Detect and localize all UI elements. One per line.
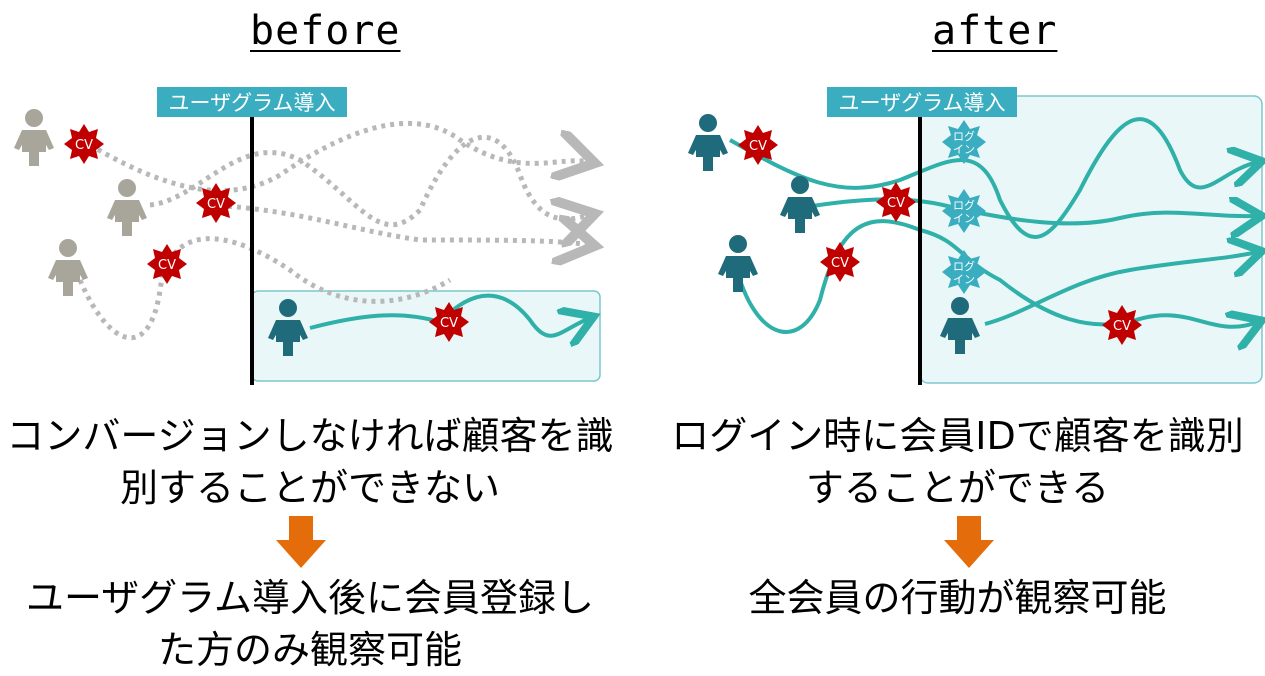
before-title: before: [250, 8, 401, 54]
gray-path-3: [77, 236, 452, 340]
svg-text:ログ: ログ: [953, 198, 975, 212]
login-badge: ログ イン: [942, 250, 986, 294]
intro-banner-bg: [157, 87, 347, 117]
svg-text:CV: CV: [887, 196, 905, 211]
before-caption-line2: 別することができない: [119, 466, 500, 510]
before-result-line2: た方のみ観察可能: [157, 628, 462, 672]
after-caption-line2: することができる: [805, 466, 1110, 510]
svg-text:ログ: ログ: [953, 259, 975, 273]
svg-text:ログ: ログ: [953, 129, 975, 143]
intro-banner-bg: [827, 87, 1017, 117]
cv-badge: CV: [876, 182, 916, 222]
teal-path-observed: [309, 293, 590, 336]
before-result-line1: ユーザグラム導入後に会員登録し: [25, 576, 595, 620]
cv-badge: CV: [147, 244, 187, 284]
person-icon-member: [780, 176, 820, 233]
gray-path-2: [149, 134, 590, 224]
login-badge: ログ イン: [942, 120, 986, 164]
person-icon: [48, 239, 88, 296]
after-diagram: ユーザグラム導入 CV CV CV CV ログ イン ログ: [688, 87, 1265, 385]
cv-badge: CV: [196, 183, 236, 223]
cv-badge: CV: [1102, 305, 1142, 345]
svg-text:CV: CV: [158, 258, 176, 273]
down-arrow-icon: [276, 516, 326, 568]
person-icon-member: [688, 114, 728, 171]
svg-text:CV: CV: [1113, 319, 1131, 334]
svg-text:CV: CV: [207, 197, 225, 212]
after-caption-line1: ログイン時に会員IDで顧客を識別: [671, 414, 1244, 458]
intro-banner-text: ユーザグラム導入: [839, 91, 1006, 115]
after-result: 全会員の行動が観察可能: [650, 572, 1265, 624]
teal-path-4: [984, 252, 1258, 326]
gray-path-1: [88, 121, 590, 194]
svg-text:イン: イン: [953, 212, 975, 225]
before-result: ユーザグラム導入後に会員登録し た方のみ観察可能: [0, 572, 620, 676]
login-badge: ログ イン: [942, 189, 986, 233]
person-icon: [14, 109, 54, 166]
gray-path-4: [209, 202, 590, 245]
person-icon-member: [268, 299, 308, 356]
cv-badge: CV: [429, 302, 469, 342]
before-caption: コンバージョンしなければ顧客を識 別することができない: [0, 410, 620, 514]
before-caption-line1: コンバージョンしなければ顧客を識: [6, 414, 614, 458]
after-result-line1: 全会員の行動が観察可能: [748, 576, 1167, 620]
cv-badge: CV: [738, 125, 778, 165]
cv-badge: CV: [64, 124, 104, 164]
person-icon-member: [940, 297, 980, 354]
person-icon-member: [718, 235, 758, 292]
cv-badge: CV: [820, 242, 860, 282]
after-title: after: [932, 8, 1058, 54]
after-caption: ログイン時に会員IDで顧客を識別 することができる: [650, 410, 1265, 514]
svg-text:イン: イン: [953, 143, 975, 156]
down-arrow-icon: [944, 516, 994, 568]
svg-text:CV: CV: [75, 138, 93, 153]
before-diagram: ユーザグラム導入 CV CV CV CV: [14, 87, 620, 385]
teal-path-3: [738, 219, 1258, 332]
svg-text:CV: CV: [831, 256, 849, 271]
svg-text:イン: イン: [953, 273, 975, 286]
intro-banner-text: ユーザグラム導入: [169, 91, 336, 115]
teal-path-1: [729, 117, 1258, 239]
svg-text:CV: CV: [749, 139, 767, 154]
svg-text:CV: CV: [440, 316, 458, 331]
person-icon: [107, 179, 147, 236]
